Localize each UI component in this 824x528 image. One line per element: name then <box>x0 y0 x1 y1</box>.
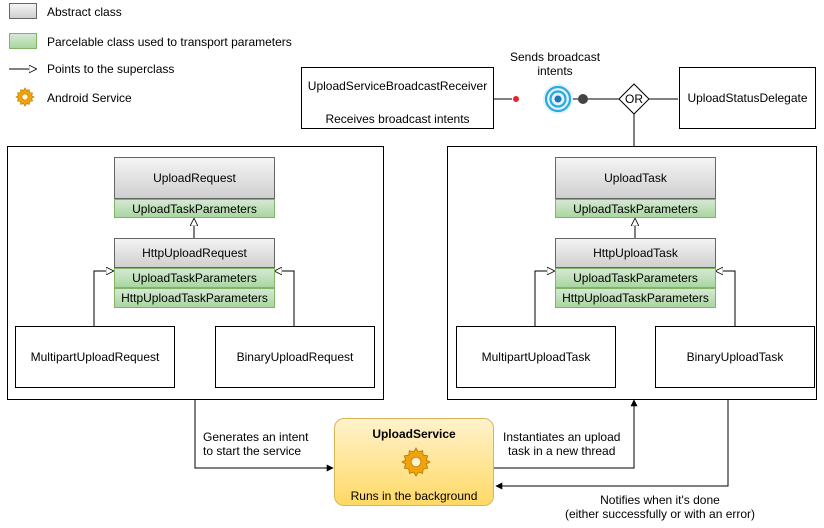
legend-superclass-label: Points to the superclass <box>47 62 175 76</box>
task-group-frame <box>447 146 817 400</box>
upload-status-delegate: UploadStatusDelegate <box>679 67 816 129</box>
right-multipart-to-http <box>534 271 554 326</box>
left-multipart-to-http <box>93 271 113 326</box>
binary-upload-task-class: BinaryUploadTask <box>655 326 815 388</box>
http-upload-request-class: HttpUploadRequest <box>114 238 275 268</box>
legend-parcelable-swatch <box>9 33 37 49</box>
legend-parcelable-label: Parcelable class used to transport param… <box>47 35 292 49</box>
http-upload-task-params: UploadTaskParameters <box>555 268 716 288</box>
instantiates-task-line <box>494 399 638 469</box>
http-upload-request-http-params: HttpUploadTaskParameters <box>114 288 275 308</box>
or-gate <box>618 83 650 115</box>
right-binary-to-http <box>716 271 736 326</box>
gear-icon <box>401 447 431 477</box>
legend-abstract-label: Abstract class <box>47 5 122 19</box>
upload-service: UploadService Runs in the background <box>334 418 494 506</box>
upload-service-title: UploadService <box>372 427 456 441</box>
generates-intent-line <box>194 399 334 472</box>
multipart-upload-task-class: MultipartUploadTask <box>456 326 616 388</box>
http-upload-request-params: UploadTaskParameters <box>114 268 275 288</box>
left-binary-to-http <box>275 271 295 326</box>
notifies-done-label: Notifies when it's done (either successf… <box>564 493 756 521</box>
upload-task-params: UploadTaskParameters <box>555 199 716 218</box>
request-group-frame <box>7 146 384 400</box>
broadcast-icon <box>543 84 573 114</box>
http-upload-task-http-params: HttpUploadTaskParameters <box>555 288 716 308</box>
upload-service-broadcast-receiver: UploadServiceBroadcastReceiver Receives … <box>301 67 494 129</box>
upload-request-params: UploadTaskParameters <box>114 199 275 218</box>
upload-request-class: UploadRequest <box>114 157 275 199</box>
legend-service-label: Android Service <box>47 91 132 105</box>
instantiates-task-label: Instantiates an upload task in a new thr… <box>503 430 621 458</box>
receiver-subtitle: Receives broadcast intents <box>325 112 470 126</box>
upload-task-class: UploadTask <box>555 157 716 199</box>
upload-service-subtitle: Runs in the background <box>350 489 478 503</box>
legend-abstract-swatch <box>9 3 37 19</box>
http-upload-task-class: HttpUploadTask <box>555 238 716 268</box>
or-label: OR <box>625 92 643 106</box>
generates-intent-label: Generates an intent to start the service <box>203 430 309 458</box>
multipart-upload-request-class: MultipartUploadRequest <box>15 326 175 388</box>
notifies-done-line <box>495 399 729 490</box>
broadcast-plug-dot <box>578 94 588 104</box>
receiver-socket-dot <box>512 95 520 103</box>
receiver-title: UploadServiceBroadcastReceiver <box>307 79 488 93</box>
gear-icon <box>15 87 35 107</box>
broadcast-label: Sends broadcast intents <box>509 50 601 78</box>
binary-upload-request-class: BinaryUploadRequest <box>215 326 375 388</box>
